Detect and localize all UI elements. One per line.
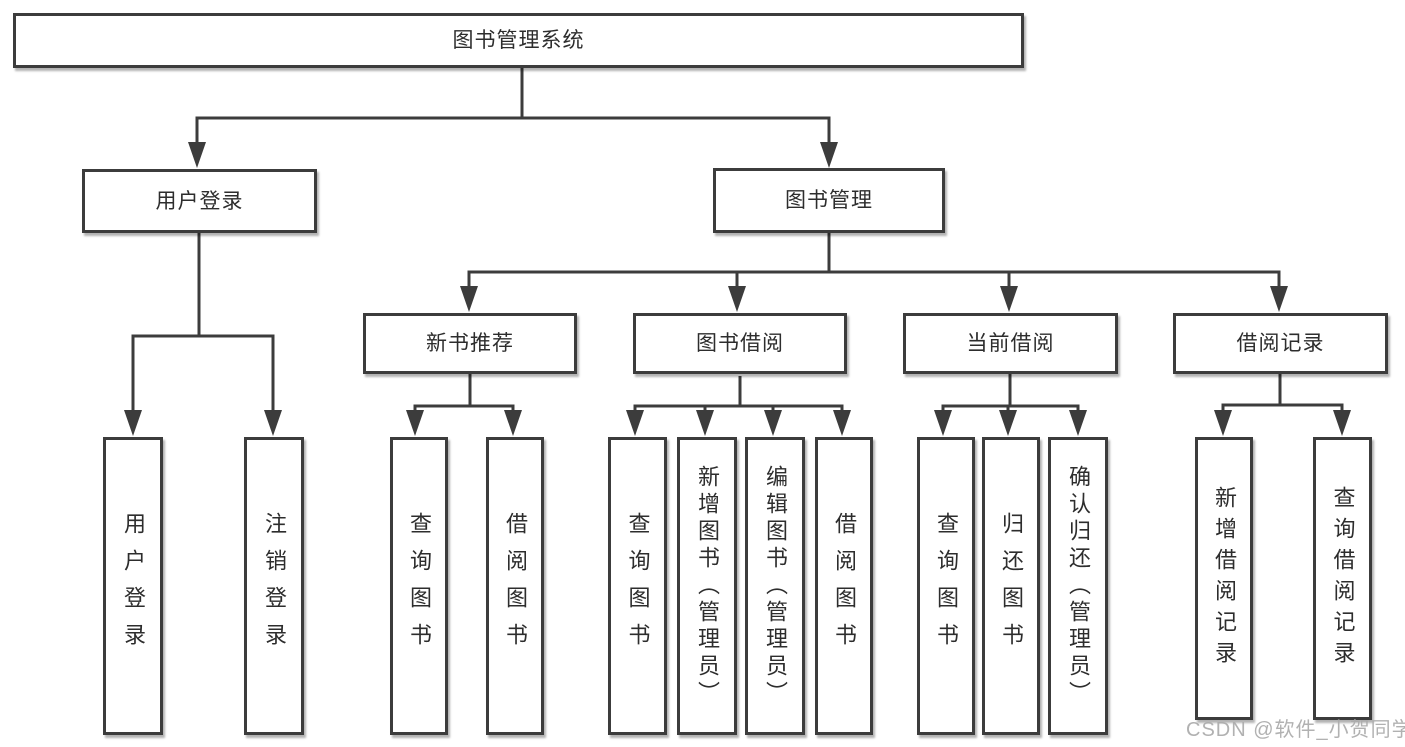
- node-book-borrowing: 图书借阅: [633, 313, 847, 374]
- leaf-edit-books-admin-label: 编辑图书（管理员）: [763, 464, 788, 708]
- leaf-recommend-query-books: 查询图书: [390, 437, 448, 735]
- node-current-borrowing: 当前借阅: [903, 313, 1118, 374]
- leaf-current-query-books-label: 查询图书: [934, 512, 959, 660]
- leaf-return-books: 归还图书: [982, 437, 1040, 735]
- leaf-borrow-query-books-label: 查询图书: [625, 512, 651, 660]
- node-root-system-label: 图书管理系统: [452, 29, 585, 52]
- arrowheads: [124, 142, 1351, 436]
- leaf-confirm-return-admin: 确认归还（管理员）: [1048, 437, 1108, 735]
- leaf-logout-label: 注销登录: [262, 512, 287, 660]
- leaf-add-borrow-record: 新增借阅记录: [1195, 437, 1253, 720]
- node-user-login: 用户登录: [82, 169, 317, 233]
- leaf-borrow-query-books: 查询图书: [608, 437, 667, 735]
- leaf-logout: 注销登录: [244, 437, 304, 735]
- csdn-watermark: CSDN @软件_小贺同学: [1186, 719, 1405, 741]
- leaf-recommend-borrow-books-label: 借阅图书: [503, 512, 528, 660]
- node-root-system: 图书管理系统: [13, 13, 1024, 68]
- leaf-user-login: 用户登录: [103, 437, 163, 735]
- leaf-current-query-books: 查询图书: [917, 437, 975, 735]
- node-borrowing-records-label: 借阅记录: [1236, 332, 1325, 355]
- leaf-add-borrow-record-label: 新增借阅记录: [1212, 485, 1237, 672]
- node-new-book-recommendation-label: 新书推荐: [426, 332, 514, 355]
- node-book-borrowing-label: 图书借阅: [696, 332, 784, 355]
- node-user-login-label: 用户登录: [155, 189, 244, 213]
- leaf-edit-books-admin: 编辑图书（管理员）: [745, 437, 805, 735]
- leaf-query-borrow-record: 查询借阅记录: [1313, 437, 1372, 720]
- leaf-recommend-borrow-books: 借阅图书: [486, 437, 544, 735]
- leaf-return-books-label: 归还图书: [999, 512, 1024, 660]
- leaf-add-books-admin-label: 新增图书（管理员）: [695, 464, 720, 708]
- node-borrowing-records: 借阅记录: [1173, 313, 1388, 374]
- node-book-management: 图书管理: [713, 168, 945, 233]
- node-current-borrowing-label: 当前借阅: [966, 332, 1055, 355]
- leaf-query-borrow-record-label: 查询借阅记录: [1330, 485, 1356, 672]
- leaf-add-books-admin: 新增图书（管理员）: [677, 437, 737, 735]
- node-book-management-label: 图书管理: [785, 189, 873, 212]
- leaf-recommend-query-books-label: 查询图书: [407, 512, 432, 660]
- leaf-user-login-label: 用户登录: [121, 512, 146, 660]
- node-new-book-recommendation: 新书推荐: [363, 313, 577, 374]
- leaf-confirm-return-admin-label: 确认归还（管理员）: [1066, 464, 1091, 708]
- leaf-borrow-books: 借阅图书: [815, 437, 873, 735]
- leaf-borrow-books-label: 借阅图书: [832, 512, 857, 660]
